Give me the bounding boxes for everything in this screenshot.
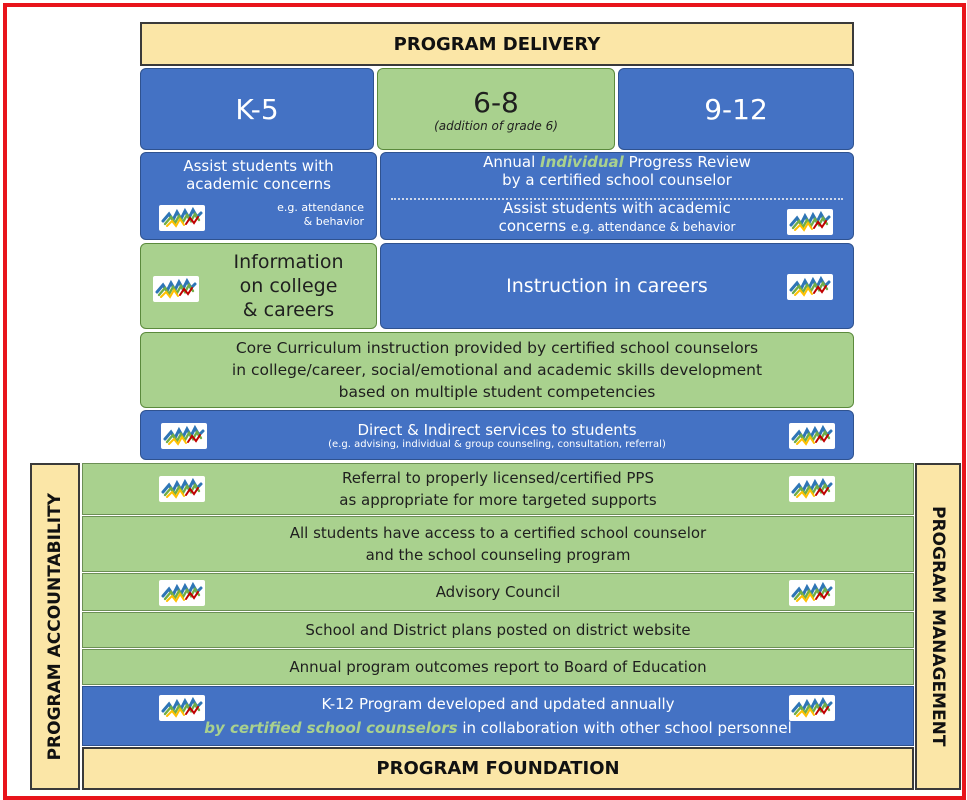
assist-right-line2: concerns e.g. attendance & behavior: [499, 217, 736, 235]
k12-collaboration: in collaboration with other school perso…: [462, 719, 792, 737]
direct-services-title: Direct & Indirect services to students: [357, 420, 637, 439]
nys-counselor-logo-icon: [159, 476, 205, 502]
program-foundation-footer: PROGRAM FOUNDATION: [82, 747, 914, 790]
program-delivery-header: PROGRAM DELIVERY: [140, 22, 854, 66]
annual-review-line1: Annual Individual Progress Review: [483, 153, 751, 171]
plans-posted-label: School and District plans posted on dist…: [305, 621, 691, 639]
annual-outcomes-row: Annual program outcomes report to Board …: [82, 649, 914, 685]
grade-k5-box: K-5: [140, 68, 374, 150]
access-line2: and the school counseling program: [365, 546, 631, 564]
k12-program-row: K-12 Program developed and updated annua…: [82, 686, 914, 746]
core-curriculum-line3: based on multiple student competencies: [338, 383, 656, 401]
access-row: All students have access to a certified …: [82, 516, 914, 572]
grade-k5-label: K-5: [235, 92, 279, 126]
grade-9-12-label: 9-12: [704, 92, 768, 126]
grade-6-8-box: 6-8 (addition of grade 6): [377, 68, 615, 150]
nys-counselor-logo-icon: [789, 695, 835, 721]
referral-line1: Referral to properly licensed/certified …: [342, 469, 654, 487]
direct-services-subtitle: (e.g. advising, individual & group couns…: [328, 438, 666, 450]
outer-frame: [3, 3, 966, 800]
info-college-careers-box: Information on college & careers: [140, 243, 377, 329]
direct-services-box: Direct & Indirect services to students (…: [140, 410, 854, 460]
core-curriculum-line2: in college/career, social/emotional and …: [231, 361, 763, 379]
assist-right-line1: Assist students with academic: [503, 199, 731, 217]
program-delivery-title: PROGRAM DELIVERY: [393, 33, 601, 55]
annual-review-line2: by a certified school counselor: [502, 171, 732, 189]
info-college-line2: on college: [239, 275, 338, 297]
annual-review-divider: [391, 198, 843, 200]
assist-right-concerns: concerns: [498, 217, 567, 235]
assist-k5-line1: Assist students with: [183, 157, 334, 175]
assist-k5-example-line1: e.g. attendance: [277, 201, 364, 214]
annual-outcomes-label: Annual program outcomes report to Board …: [289, 658, 707, 676]
k12-by-counselors: by certified school counselors: [204, 719, 458, 737]
annual-review-individual: Individual: [540, 153, 624, 171]
nys-counselor-logo-icon: [159, 580, 205, 606]
access-line1: All students have access to a certified …: [289, 524, 707, 542]
program-accountability-pillar: PROGRAM ACCOUNTABILITY: [30, 463, 80, 790]
program-management-label: PROGRAM MANAGEMENT: [928, 506, 948, 747]
k12-line2: by certified school counselors in collab…: [204, 716, 792, 740]
instruction-careers-box: Instruction in careers: [380, 243, 854, 329]
program-foundation-title: PROGRAM FOUNDATION: [376, 758, 620, 779]
plans-posted-row: School and District plans posted on dist…: [82, 612, 914, 648]
instruction-careers-label: Instruction in careers: [506, 275, 708, 297]
referral-line2: as appropriate for more targeted support…: [339, 491, 657, 509]
nys-counselor-logo-icon: [789, 423, 835, 449]
info-college-line3: & careers: [242, 299, 335, 321]
annual-review-progress: Progress Review: [628, 153, 751, 171]
core-curriculum-line1: Core Curriculum instruction provided by …: [235, 339, 759, 357]
assist-k5-line2: academic concerns: [186, 175, 331, 193]
annual-review-annual: Annual: [483, 153, 536, 171]
grade-6-8-label: 6-8: [473, 85, 519, 119]
nys-counselor-logo-icon: [161, 423, 207, 449]
advisory-council-label: Advisory Council: [435, 583, 561, 601]
program-management-pillar: PROGRAM MANAGEMENT: [915, 463, 961, 790]
assist-students-k5-box: Assist students with academic concerns e…: [140, 152, 377, 240]
referral-row: Referral to properly licensed/certified …: [82, 463, 914, 515]
program-accountability-label: PROGRAM ACCOUNTABILITY: [45, 492, 65, 761]
k12-line1: K-12 Program developed and updated annua…: [321, 695, 675, 713]
nys-counselor-logo-icon: [789, 580, 835, 606]
grade-9-12-box: 9-12: [618, 68, 854, 150]
advisory-council-row: Advisory Council: [82, 573, 914, 611]
assist-k5-example-line2: & behavior: [303, 215, 364, 228]
nys-counselor-logo-icon: [159, 695, 205, 721]
nys-counselor-logo-icon: [153, 276, 199, 302]
grade-6-8-note: (addition of grade 6): [434, 118, 558, 133]
core-curriculum-box: Core Curriculum instruction provided by …: [140, 332, 854, 408]
nys-counselor-logo-icon: [787, 274, 833, 300]
nys-counselor-logo-icon: [159, 205, 205, 231]
info-college-line1: Information: [233, 251, 344, 273]
nys-counselor-logo-icon: [789, 476, 835, 502]
assist-k5-example: e.g. attendance & behavior: [277, 201, 364, 229]
nys-counselor-logo-icon: [787, 209, 833, 235]
assist-right-example: e.g. attendance & behavior: [571, 220, 736, 234]
annual-review-box: Annual Individual Progress Review by a c…: [380, 152, 854, 240]
